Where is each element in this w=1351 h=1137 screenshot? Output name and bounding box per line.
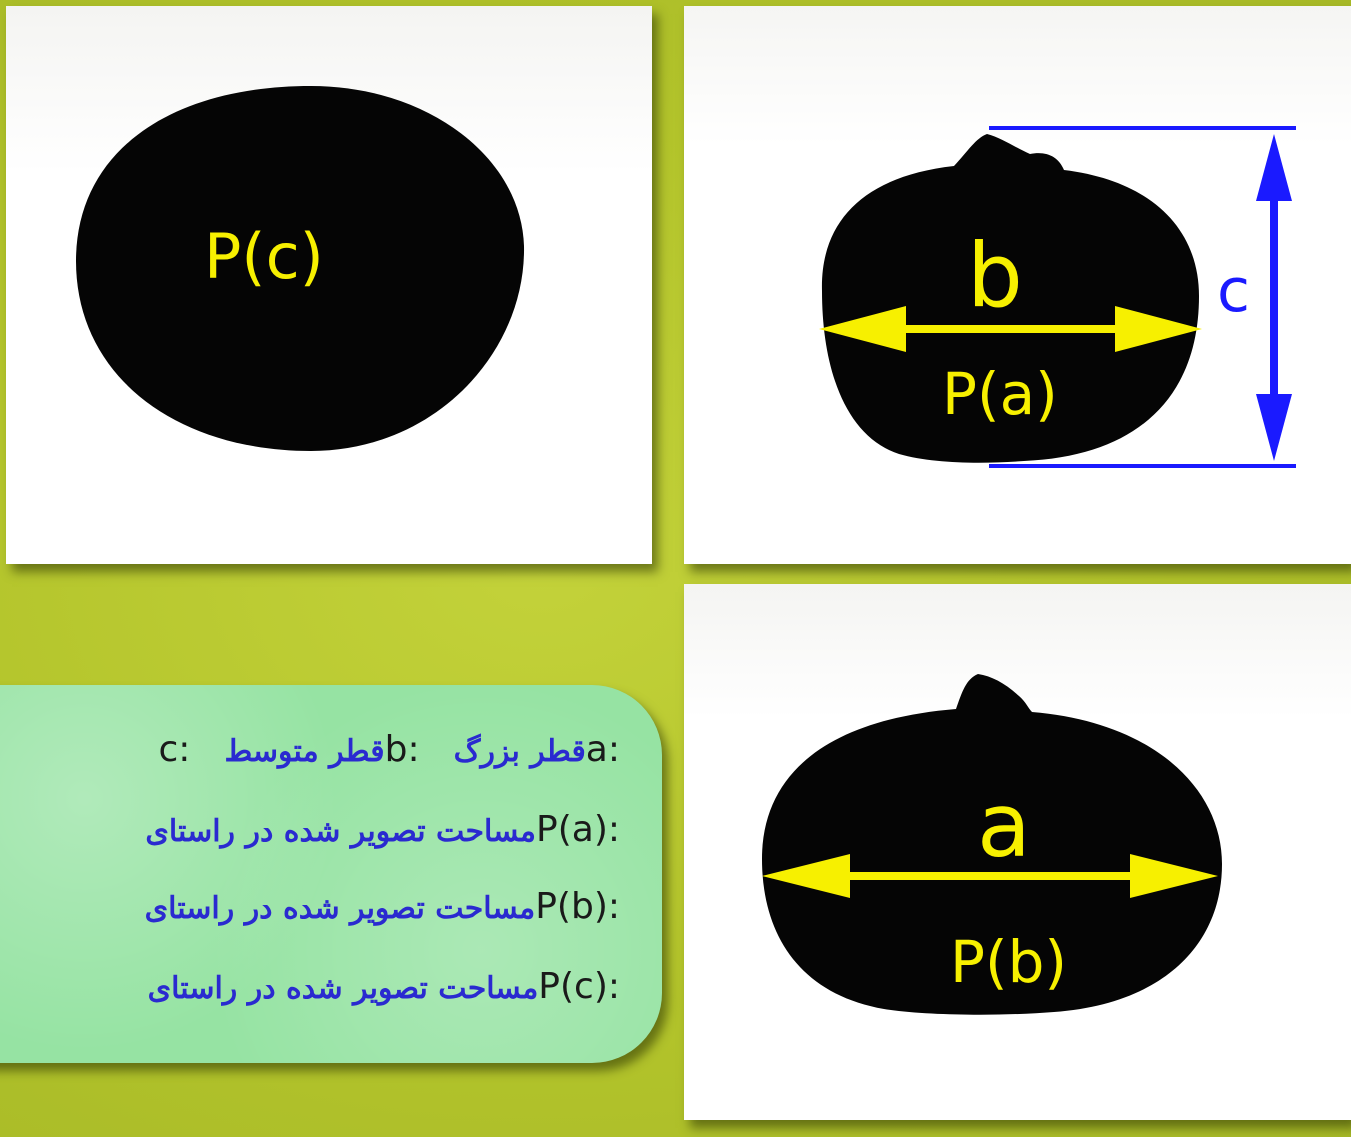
seed-top-view-figure: P(c) — [76, 86, 525, 451]
legend-key-pc: P(c): — [538, 966, 620, 1007]
legend-key-a: a: — [585, 729, 620, 770]
seed-side-view-figure: c b P(a) — [819, 126, 1296, 468]
legend-row-pc: مساحت تصویر شده در راستایP(c): — [148, 967, 620, 1009]
arrow-up-icon — [1256, 134, 1292, 201]
legend-key-pa: P(a): — [536, 809, 620, 850]
seed-side-view-shape — [821, 134, 1199, 463]
legend-text-a: قطر بزرگ — [453, 734, 586, 769]
legend-row-pa: مساحت تصویر شده در راستایP(a): — [145, 810, 620, 852]
legend-key-b: b: — [384, 729, 420, 770]
area-label-pa: P(a) — [942, 360, 1058, 428]
legend-text-pb: مساحت تصویر شده در راستای — [144, 891, 536, 926]
seed-top-view-shape — [76, 86, 525, 451]
seed-front-view-panel: a P(b) — [684, 584, 1351, 1120]
height-dimension-c — [989, 126, 1296, 468]
diameter-dimension-a — [762, 854, 1218, 898]
arrow-right-icon — [1130, 854, 1218, 898]
legend-text-pc: مساحت تصویر شده در راستای — [147, 971, 539, 1006]
diameter-label-a: a — [977, 774, 1031, 877]
arrow-left-icon — [819, 306, 906, 352]
legend-text-b: قطر متوسط — [224, 734, 385, 769]
legend-box: c: قطر متوسطb: قطر بزرگa: مساحت تصویر شده … — [0, 685, 662, 1063]
seed-side-view-panel: c b P(a) — [684, 6, 1351, 564]
area-label-pb: P(b) — [950, 928, 1067, 996]
arrow-left-icon — [762, 854, 850, 898]
height-label-c: c — [1217, 256, 1250, 326]
legend-key-pb: P(b): — [535, 886, 620, 927]
legend-text-pa: مساحت تصویر شده در راستای — [145, 814, 536, 849]
legend-key-c: c: — [158, 729, 191, 770]
seed-front-view-figure: a P(b) — [762, 674, 1222, 1015]
diameter-dimension-b — [819, 306, 1202, 352]
area-label-pc: P(c) — [204, 220, 324, 293]
seed-front-view-shape — [762, 674, 1222, 1015]
arrow-right-icon — [1115, 306, 1202, 352]
arrow-down-icon — [1256, 394, 1292, 461]
diameter-label-b: b — [967, 224, 1023, 327]
legend-row-pb: مساحت تصویر شده در راستایP(b): — [145, 887, 620, 929]
legend-row-diameters: c: قطر متوسطb: قطر بزرگa: — [159, 730, 620, 772]
seed-top-view-panel: P(c) — [6, 6, 652, 564]
